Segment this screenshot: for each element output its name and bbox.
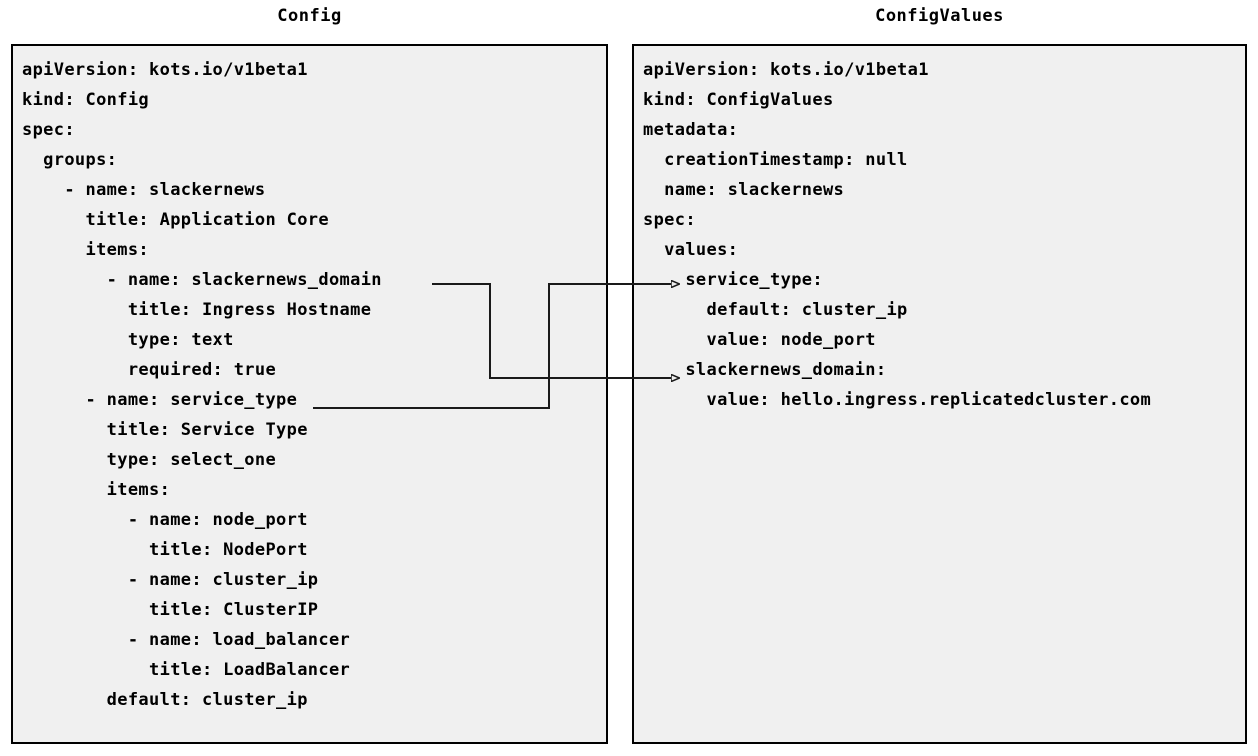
configvalues-yaml-line: slackernews_domain:	[643, 360, 887, 380]
config-yaml-line: - name: load_balancer	[22, 630, 351, 650]
config-yaml-line: type: text	[22, 330, 234, 350]
configvalues-yaml-line: value: node_port	[643, 330, 876, 350]
config-yaml-line: title: ClusterIP	[22, 600, 319, 620]
configvalues-yaml-line: service_type:	[643, 270, 823, 290]
config-panel-title: Config	[277, 6, 342, 26]
config-yaml-line: kind: Config	[22, 90, 150, 110]
config-yaml-line: title: Service Type	[22, 420, 308, 440]
config-yaml-line: groups:	[22, 150, 118, 170]
config-yaml-line: title: LoadBalancer	[22, 660, 351, 680]
config-yaml-line: items:	[22, 240, 150, 260]
configvalues-panel-title: ConfigValues	[875, 6, 1004, 26]
config-yaml-line: default: cluster_ip	[22, 690, 308, 710]
config-yaml-line: apiVersion: kots.io/v1beta1	[22, 60, 308, 80]
config-yaml-block: apiVersion: kots.io/v1beta1 kind: Config s…	[22, 55, 602, 738]
configvalues-yaml-line: kind: ConfigValues	[643, 90, 834, 110]
config-yaml-line: items:	[22, 480, 171, 500]
configvalues-yaml-line: value: hello.ingress.replicatedcluster.c…	[643, 390, 1152, 410]
config-yaml-line: title: Ingress Hostname	[22, 300, 372, 320]
config-yaml-line: required: true	[22, 360, 277, 380]
config-yaml-line: type: select_one	[22, 450, 277, 470]
configvalues-yaml-line: default: cluster_ip	[643, 300, 908, 320]
configvalues-yaml-line: creationTimestamp: null	[643, 150, 908, 170]
configvalues-yaml-line: apiVersion: kots.io/v1beta1	[643, 60, 929, 80]
configvalues-panel: apiVersion: kots.io/v1beta1 kind: ConfigV…	[632, 44, 1247, 744]
config-yaml-line: - name: slackernews_domain	[22, 270, 382, 290]
configvalues-yaml-line: name: slackernews	[643, 180, 845, 200]
configvalues-yaml-line: spec:	[643, 210, 696, 230]
configvalues-yaml-block: apiVersion: kots.io/v1beta1 kind: ConfigV…	[643, 55, 1241, 738]
config-yaml-line: title: NodePort	[22, 540, 308, 560]
config-yaml-line: spec:	[22, 120, 75, 140]
config-yaml-line: title: Application Core	[22, 210, 329, 230]
config-yaml-line: - name: slackernews	[22, 180, 266, 200]
configvalues-yaml-line: values:	[643, 240, 739, 260]
config-yaml-line: - name: cluster_ip	[22, 570, 319, 590]
config-yaml-line: - name: node_port	[22, 510, 308, 530]
config-yaml-line: - name: service_type	[22, 390, 298, 410]
configvalues-yaml-line: metadata:	[643, 120, 739, 140]
config-panel: apiVersion: kots.io/v1beta1 kind: Config s…	[11, 44, 608, 744]
